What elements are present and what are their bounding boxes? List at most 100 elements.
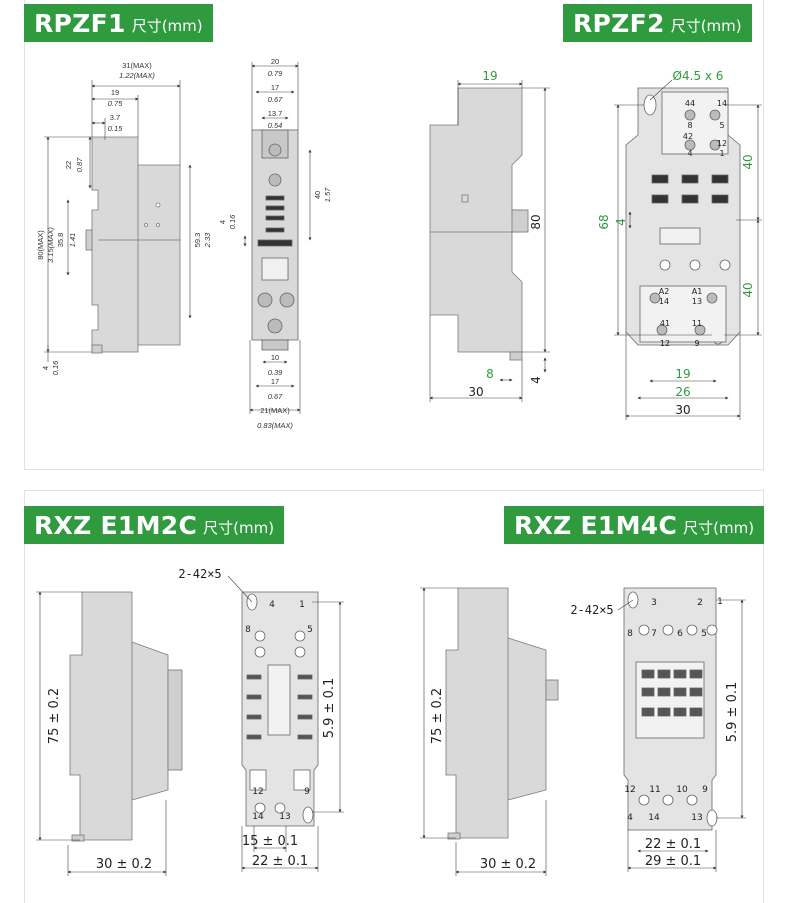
- svg-text:0.67: 0.67: [268, 95, 283, 104]
- svg-text:22 ± 0.1: 22 ± 0.1: [645, 837, 701, 852]
- svg-text:68: 68: [597, 214, 611, 229]
- svg-text:30 ± 0.2: 30 ± 0.2: [96, 857, 152, 872]
- svg-text:4: 4: [614, 218, 628, 226]
- title-rxz-e1m2c: RXZ E1M2C 尺寸(mm): [24, 506, 285, 544]
- svg-text:8: 8: [486, 367, 494, 381]
- rxz2-front-view: [241, 591, 319, 827]
- rpzf1-front-view: [251, 129, 299, 351]
- title-rxz-e1m4c-name: RXZ E1M4C: [514, 510, 678, 540]
- svg-text:35.8: 35.8: [56, 233, 65, 248]
- svg-text:4: 4: [218, 220, 227, 224]
- svg-text:0.54: 0.54: [268, 121, 283, 130]
- svg-text:15 ± 0.1: 15 ± 0.1: [242, 834, 298, 849]
- svg-text:31(MAX): 31(MAX): [122, 61, 152, 70]
- svg-text:2.33: 2.33: [203, 232, 212, 248]
- rxz2-side-view: [69, 591, 183, 842]
- svg-text:2-42×5: 2-42×5: [570, 603, 613, 617]
- title-rpzf2-unit: 尺寸(mm): [670, 17, 742, 35]
- title-rpzf1-unit: 尺寸(mm): [131, 17, 203, 35]
- rpzf2-front-view: [625, 87, 741, 346]
- svg-text:1: 1: [719, 149, 724, 158]
- svg-text:A2: A2: [659, 287, 670, 296]
- svg-text:13: 13: [691, 813, 702, 823]
- svg-text:8: 8: [245, 625, 251, 635]
- svg-text:2-42×5: 2-42×5: [178, 567, 221, 581]
- rpzf2-front-dims: [614, 79, 762, 420]
- svg-text:17: 17: [271, 83, 279, 92]
- rpzf1-side-labels: 31(MAX) 1.22(MAX) 19 0.75 3.7 0.15 22 0.…: [36, 61, 212, 375]
- svg-text:0.39: 0.39: [268, 368, 283, 377]
- svg-text:10: 10: [271, 353, 279, 362]
- rxz4-front-labels: 2-42×5 5.9 ± 0.1 22 ± 0.1 29 ± 0.1: [570, 603, 740, 869]
- svg-text:4: 4: [687, 149, 692, 158]
- svg-text:59.3: 59.3: [193, 233, 202, 248]
- svg-text:75 ± 0.2: 75 ± 0.2: [430, 688, 445, 744]
- svg-text:9: 9: [694, 339, 699, 348]
- svg-text:1.57: 1.57: [323, 187, 332, 202]
- svg-text:9: 9: [702, 785, 708, 795]
- rpzf1-side-dims: [44, 80, 192, 362]
- title-rpzf2: RPZF2 尺寸(mm): [563, 4, 752, 42]
- svg-text:12: 12: [717, 139, 727, 148]
- rxz4-front-dims: [617, 599, 746, 872]
- svg-text:22 ± 0.1: 22 ± 0.1: [252, 854, 308, 869]
- svg-text:4: 4: [627, 813, 633, 823]
- rxz4-front-terminal-labels: 3 2 8 7 6 5 12 11 10 9 4 14 13 1: [624, 597, 723, 823]
- svg-text:4: 4: [41, 366, 50, 370]
- svg-text:4: 4: [529, 376, 543, 384]
- svg-text:80: 80: [529, 214, 543, 229]
- svg-text:0.79: 0.79: [268, 69, 283, 78]
- rpzf2-front-labels: Ø4.5 x 6 68 40 40 4 19 26 30: [597, 69, 755, 417]
- svg-text:14: 14: [659, 297, 669, 306]
- svg-text:19: 19: [111, 88, 119, 97]
- svg-text:13: 13: [692, 297, 702, 306]
- svg-text:30 ± 0.2: 30 ± 0.2: [480, 857, 536, 872]
- svg-text:8: 8: [687, 121, 692, 130]
- svg-text:3.15(MAX): 3.15(MAX): [46, 227, 55, 263]
- svg-text:3.7: 3.7: [110, 113, 120, 122]
- svg-text:13.7: 13.7: [268, 109, 283, 118]
- svg-text:0.15: 0.15: [108, 124, 123, 133]
- svg-text:12: 12: [624, 785, 635, 795]
- svg-text:17: 17: [271, 377, 279, 386]
- svg-text:1.41: 1.41: [68, 233, 77, 248]
- svg-text:6: 6: [677, 629, 683, 639]
- svg-text:19: 19: [482, 69, 497, 83]
- svg-text:40: 40: [741, 282, 755, 297]
- svg-text:40: 40: [741, 154, 755, 169]
- svg-text:30: 30: [675, 403, 690, 417]
- svg-text:0.67: 0.67: [268, 392, 283, 401]
- svg-text:7: 7: [651, 629, 657, 639]
- svg-text:30: 30: [468, 385, 483, 399]
- svg-text:1: 1: [299, 600, 305, 610]
- svg-text:0.16: 0.16: [51, 360, 60, 375]
- title-rpzf1-name: RPZF1: [34, 8, 126, 38]
- rxz4-front-view: [623, 587, 718, 831]
- svg-text:41: 41: [660, 319, 670, 328]
- rpzf2-side-labels: 19 80 8 4 30: [468, 69, 543, 399]
- svg-text:42: 42: [683, 132, 693, 141]
- svg-text:8: 8: [627, 629, 633, 639]
- svg-text:5.9 ± 0.1: 5.9 ± 0.1: [725, 682, 740, 743]
- svg-text:12: 12: [252, 787, 263, 797]
- svg-text:1.22(MAX): 1.22(MAX): [119, 71, 155, 80]
- svg-text:4: 4: [269, 600, 275, 610]
- svg-text:A1: A1: [692, 287, 703, 296]
- svg-text:14: 14: [648, 813, 660, 823]
- rxz4-side-view: [445, 587, 559, 840]
- title-rxz-e1m4c-unit: 尺寸(mm): [683, 519, 755, 537]
- svg-text:14: 14: [717, 99, 727, 108]
- rxz4-side-dims: [420, 587, 547, 876]
- rpzf2-side-view: [429, 87, 529, 361]
- title-rpzf1: RPZF1 尺寸(mm): [24, 4, 213, 42]
- svg-text:26: 26: [675, 385, 690, 399]
- svg-text:44: 44: [685, 99, 695, 108]
- svg-text:3: 3: [651, 598, 657, 608]
- svg-text:11: 11: [692, 319, 702, 328]
- svg-text:5: 5: [701, 629, 707, 639]
- svg-text:21(MAX): 21(MAX): [260, 406, 290, 415]
- title-rxz-e1m4c: RXZ E1M4C 尺寸(mm): [504, 506, 765, 544]
- svg-text:40: 40: [313, 191, 322, 199]
- svg-text:14: 14: [252, 812, 264, 822]
- rpzf2-side-dims: [429, 80, 550, 402]
